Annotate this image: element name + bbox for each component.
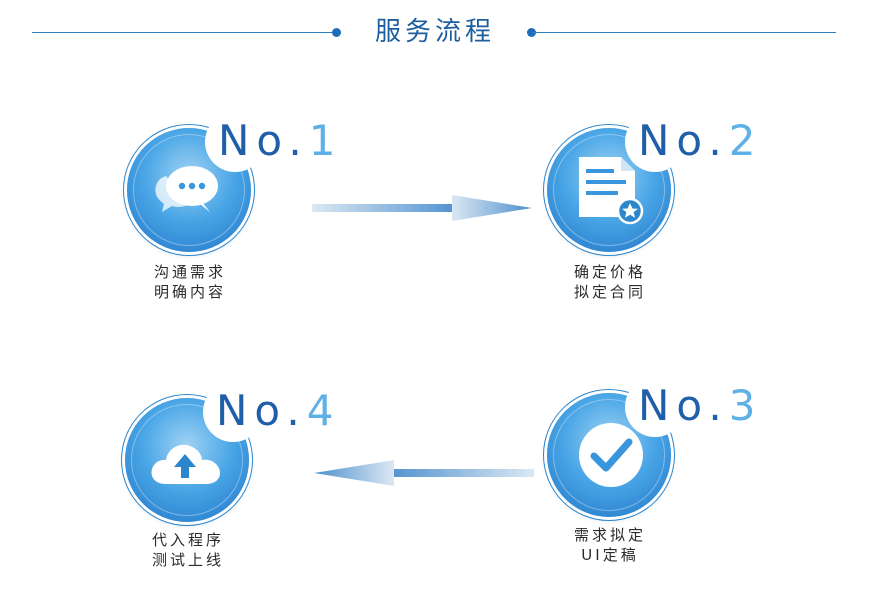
header-dot-left — [332, 28, 341, 37]
header-divider-left — [32, 32, 336, 33]
step-2-label: 确定价格 拟定合同 — [573, 263, 646, 301]
header-divider-right — [532, 32, 836, 33]
step-4-label: 代入程序 测试上线 — [151, 531, 224, 569]
step-1-label: 沟通需求 明确内容 — [153, 263, 226, 301]
arrow-left — [314, 460, 534, 486]
chat-bubbles-icon — [155, 166, 218, 212]
step-4-number: No.4 — [216, 386, 341, 435]
page-title: 服务流程 — [374, 17, 495, 47]
step-3-number: No.3 — [638, 381, 763, 430]
document-star-icon — [579, 157, 644, 225]
arrow-right — [312, 195, 532, 221]
header-dot-right — [527, 28, 536, 37]
cloud-upload-icon — [151, 444, 220, 484]
step-1-number: No.1 — [218, 116, 343, 165]
step-2-number: No.2 — [638, 116, 763, 165]
step-3-label: 需求拟定 UI定稿 — [573, 526, 646, 564]
checkmark-icon — [579, 423, 643, 487]
